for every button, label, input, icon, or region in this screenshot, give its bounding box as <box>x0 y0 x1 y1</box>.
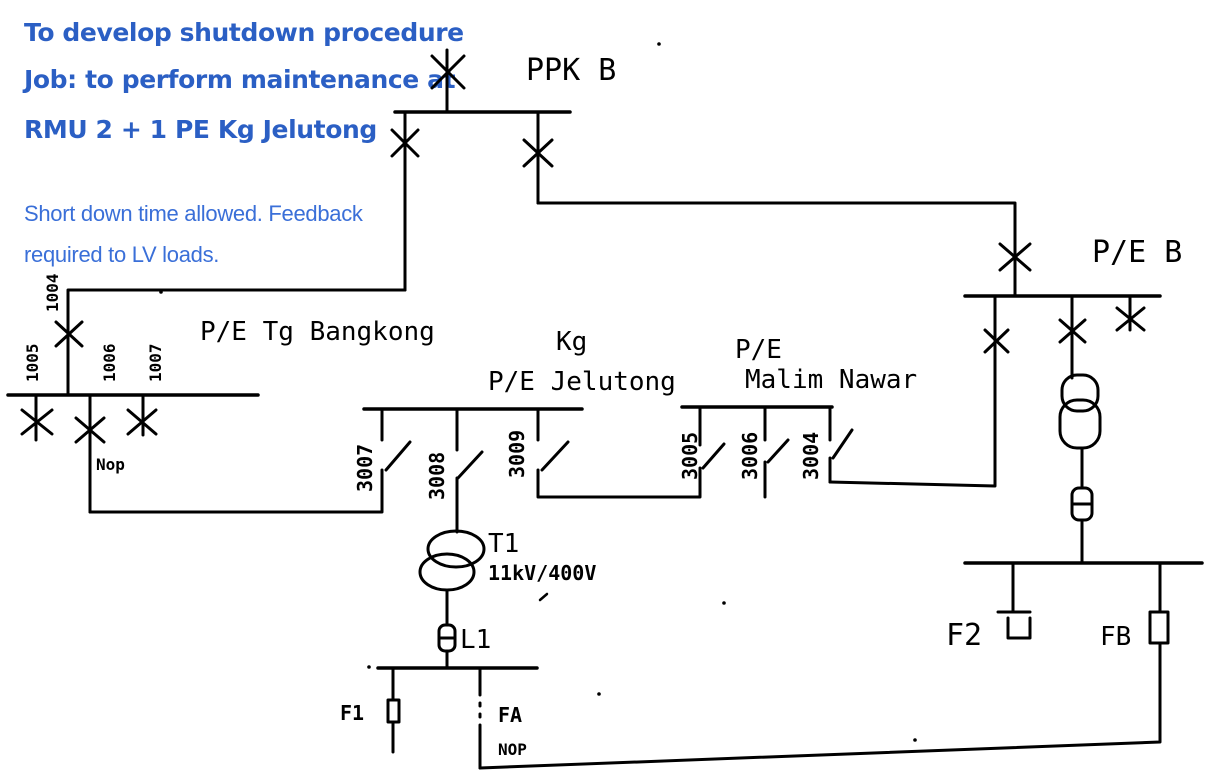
pe-b-breaker-2 <box>1058 318 1087 344</box>
switch-3005-label: 3005 <box>678 432 702 480</box>
f2-fuse <box>1006 616 1032 640</box>
nop-fa-label: NOP <box>498 740 527 759</box>
note-line-2: required to LV loads. <box>24 242 220 267</box>
switch-3006-blade <box>766 438 790 464</box>
pe-kg-jelutong-label-2: P/E Jelutong <box>488 367 676 397</box>
ppk-b-right-breaker <box>522 138 554 168</box>
transformer-t1 <box>418 529 486 592</box>
pe-b-breaker-3 <box>1115 306 1146 332</box>
switch-3006-label: 3006 <box>738 432 762 480</box>
switch-3008-blade <box>456 450 484 480</box>
switch-1006-label: 1006 <box>100 343 119 382</box>
pe-kg-jelutong-substation: Kg P/E Jelutong 3007 3008 3009 T1 11kV/4… <box>340 327 676 770</box>
switch-1007-label: 1007 <box>146 343 165 382</box>
pe-b-incomer-breaker <box>998 242 1032 272</box>
f1-label: F1 <box>340 701 364 725</box>
note-line-1: Short down time allowed. Feedback <box>24 201 363 226</box>
pe-tg-bangkong-substation: 1004 1005 1006 1007 P/E Tg Bangkong Nop <box>6 273 435 514</box>
ppk-b-incomer-breaker <box>430 54 466 90</box>
fb-label: FB <box>1100 622 1131 652</box>
fb-fuse <box>1148 610 1170 645</box>
switch-1004-label: 1004 <box>43 273 62 312</box>
pe-b-breaker-1 <box>983 328 1010 354</box>
f1-fuse <box>386 698 401 724</box>
cable-3009-to-3005 <box>536 473 702 499</box>
cable-3004-to-pe-b <box>828 298 997 488</box>
switch-3004-blade <box>831 428 854 460</box>
switch-1004-breaker <box>54 320 84 348</box>
pe-b-substation: P/E B F2 FB <box>946 235 1204 653</box>
switch-1007-breaker <box>126 408 158 436</box>
pe-tg-bangkong-label: P/E Tg Bangkong <box>200 317 435 347</box>
heading-line-2: Job: to perform maintenance at <box>24 65 456 94</box>
ppk-b-label: PPK B <box>526 53 616 88</box>
t1-rating-label: 11kV/400V <box>488 561 596 585</box>
ppk-b-left-breaker <box>390 128 420 158</box>
switch-3008-label: 3008 <box>425 452 449 500</box>
pe-b-label: P/E B <box>1092 235 1182 270</box>
switch-3005-blade <box>701 442 726 470</box>
switch-1005-breaker <box>20 408 54 436</box>
pe-malim-nawar-label-1: P/E <box>735 335 782 365</box>
pe-kg-jelutong-label-1: Kg <box>556 327 587 357</box>
f2-label: F2 <box>946 618 982 653</box>
pe-b-transformer <box>1058 373 1102 450</box>
heading-line-3: RMU 2 + 1 PE Kg Jelutong <box>24 115 377 144</box>
ppk-b-substation: PPK B <box>390 48 616 292</box>
switch-3009-blade <box>540 440 570 472</box>
pe-malim-nawar-substation: P/E Malim Nawar 3005 3006 3004 <box>678 335 917 499</box>
pe-malim-nawar-label-2: Malim Nawar <box>745 365 917 395</box>
cable-1006-to-3007 <box>88 491 384 514</box>
l1-label: L1 <box>460 625 491 655</box>
switch-3007-label: 3007 <box>353 444 377 492</box>
switch-3004-label: 3004 <box>799 432 823 480</box>
cable-ppk-b-to-tg-bangkong <box>66 288 407 298</box>
lv-cable-fa-to-fb <box>478 641 1162 770</box>
switch-1006-breaker <box>74 416 106 444</box>
t1-label: T1 <box>488 529 519 559</box>
heading-line-1: To develop shutdown procedure <box>24 18 464 47</box>
stray-pen-marks <box>159 42 917 742</box>
switch-3009-label: 3009 <box>505 430 529 478</box>
switch-1005-label: 1005 <box>23 343 42 382</box>
cable-ppk-b-to-pe-b <box>536 201 1017 298</box>
switch-3007-blade <box>384 440 412 472</box>
nop-1006-label: Nop <box>96 455 125 474</box>
fa-label: FA <box>498 703 522 727</box>
